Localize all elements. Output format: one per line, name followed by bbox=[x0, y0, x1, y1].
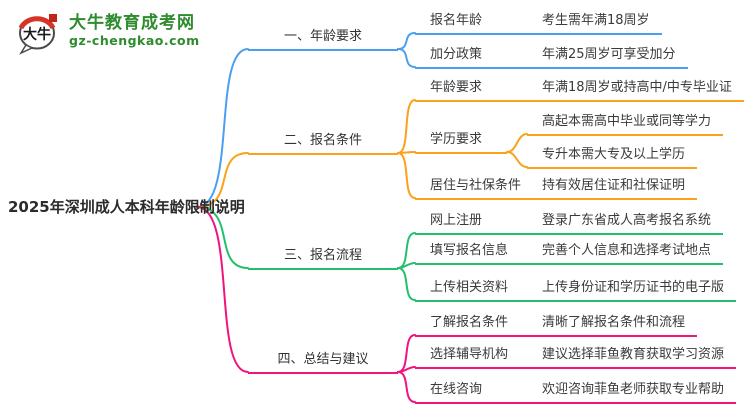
branch-node-signup-conditions: 二、报名条件 bbox=[248, 129, 398, 155]
logo-text-block: 大牛教育成考网 gz-chengkao.com bbox=[69, 13, 200, 48]
subtopic-label: 加分政策 bbox=[430, 47, 483, 62]
node-row: 了解报名条件 清晰了解报名条件和流程 bbox=[415, 311, 698, 337]
node-row: 居住与社保条件 持有效居住证和社保证明 bbox=[415, 174, 698, 200]
subtopic-label: 上传相关资料 bbox=[430, 280, 509, 295]
leaf-label: 清晰了解报名条件和流程 bbox=[542, 315, 686, 330]
branch-node-signup-process: 三、报名流程 bbox=[248, 244, 398, 270]
node-row: 选择辅导机构 建议选择菲鱼教育获取学习资源 bbox=[415, 343, 737, 369]
subtopic-label: 填写报名信息 bbox=[430, 243, 509, 258]
subtopic-label: 选择辅导机构 bbox=[430, 347, 509, 362]
subtopic-label: 学历要求 bbox=[430, 132, 483, 147]
leaf-label: 上传身份证和学历证书的电子版 bbox=[542, 280, 725, 295]
xueli-leaf1-connector bbox=[506, 133, 528, 153]
node-row: 网上注册 登录广东省成人高考报名系统 bbox=[415, 209, 724, 235]
node-row: 在线咨询 欢迎咨询菲鱼老师获取专业帮助 bbox=[415, 378, 737, 404]
root-branch1-connector bbox=[196, 48, 249, 208]
xueli-leaf2-connector bbox=[506, 151, 528, 168]
node-row: 填写报名信息 完善个人信息和选择考试地点 bbox=[415, 239, 724, 265]
leaf-label: 高起本需高中毕业或同等学力 bbox=[542, 114, 712, 129]
leaf-label: 年满25周岁可享受加分 bbox=[542, 47, 676, 62]
node-row: 报名年龄 考生需年满18周岁 bbox=[415, 9, 662, 35]
subtopic-label: 在线咨询 bbox=[430, 382, 483, 397]
leaf-label: 登录广东省成人高考报名系统 bbox=[542, 213, 712, 228]
logo-title: 大牛教育成考网 bbox=[69, 13, 195, 34]
leaf-label: 年满18周岁或持高中/中专毕业证 bbox=[542, 80, 732, 95]
branch2-child1-connector bbox=[397, 99, 416, 154]
leaf-label: 建议选择菲鱼教育获取学习资源 bbox=[542, 347, 725, 362]
subtopic-label: 报名年龄 bbox=[430, 13, 483, 28]
leaf-label: 考生需年满18周岁 bbox=[542, 13, 650, 28]
branch3-child3-connector bbox=[397, 267, 416, 301]
node-row: 年龄要求 年满18周岁或持高中/中专毕业证 bbox=[415, 76, 744, 102]
leaf-label: 欢迎咨询菲鱼老师获取专业帮助 bbox=[542, 382, 725, 397]
node-row: 学历要求 bbox=[415, 128, 507, 154]
leaf-label: 持有效居住证和社保证明 bbox=[542, 178, 686, 193]
node-row: 加分政策 年满25周岁可享受加分 bbox=[415, 43, 688, 69]
node-row: 上传相关资料 上传身份证和学历证书的电子版 bbox=[415, 276, 737, 302]
logo-speech-bubble-icon: 大牛 bbox=[18, 14, 57, 55]
branch-node-summary-advice: 四、总结与建议 bbox=[248, 348, 398, 374]
branch3-child1-connector bbox=[397, 232, 416, 269]
branch2-child3-connector bbox=[397, 152, 416, 199]
subtopic-label: 年龄要求 bbox=[430, 80, 483, 95]
node-row: 专升本需大专及以上学历 bbox=[527, 143, 698, 169]
node-row: 高起本需高中毕业或同等学力 bbox=[527, 110, 724, 136]
subtopic-label: 居住与社保条件 bbox=[430, 178, 522, 193]
leaf-label: 专升本需大专及以上学历 bbox=[542, 147, 686, 162]
branch1-child1-connector bbox=[397, 32, 416, 50]
subtopic-label: 网上注册 bbox=[430, 213, 483, 228]
site-logo[interactable]: 大牛 大牛教育成考网 gz-chengkao.com bbox=[13, 7, 200, 55]
subtopic-label: 了解报名条件 bbox=[430, 315, 509, 330]
logo-badge-text: 大牛 bbox=[23, 26, 51, 43]
branch4-child3-connector bbox=[397, 371, 416, 403]
leaf-label: 完善个人信息和选择考试地点 bbox=[542, 243, 712, 258]
root-branch4-connector bbox=[196, 206, 249, 373]
logo-domain: gz-chengkao.com bbox=[69, 32, 200, 48]
branch-node-age-requirements: 一、年龄要求 bbox=[248, 25, 398, 51]
branch4-child2-connector bbox=[397, 366, 416, 373]
branch4-child1-connector bbox=[397, 334, 416, 373]
branch3-child2-connector bbox=[397, 262, 416, 269]
branch2-child2-connector bbox=[397, 151, 416, 154]
root-node: 2025年深圳成人本科年龄限制说明 bbox=[8, 198, 245, 216]
branch1-child2-connector bbox=[397, 48, 416, 68]
